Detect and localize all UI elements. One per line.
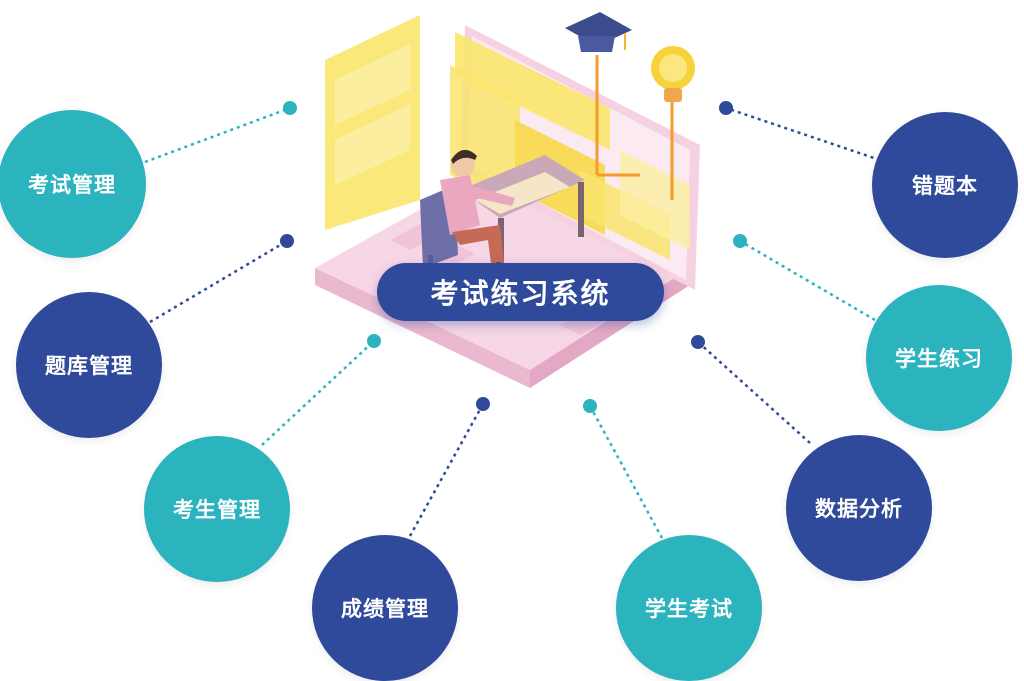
connector-examinee xyxy=(261,340,375,446)
node-label: 题库管理 xyxy=(45,354,133,378)
connector-data-analysis xyxy=(697,341,811,444)
student-at-desk-illustration xyxy=(420,149,585,295)
node-label: 错题本 xyxy=(912,174,978,198)
node-label: 数据分析 xyxy=(815,497,903,521)
node-question-bank-management[interactable]: 题库管理 xyxy=(16,292,162,438)
node-student-practice[interactable]: 学生练习 xyxy=(866,285,1012,431)
connector-question-bank xyxy=(149,239,288,324)
connector-student-practice xyxy=(739,239,876,322)
node-wrong-question-book[interactable]: 错题本 xyxy=(872,112,1018,258)
node-label: 学生考试 xyxy=(645,597,733,621)
node-label: 考试管理 xyxy=(28,173,116,197)
connector-lines xyxy=(144,106,881,539)
node-data-analysis[interactable]: 数据分析 xyxy=(786,435,932,581)
connector-score xyxy=(408,403,485,537)
connector-wrong-book xyxy=(725,106,881,162)
node-examinee-management[interactable]: 考生管理 xyxy=(144,436,290,582)
graduation-cap-icon xyxy=(565,12,632,52)
connector-dots xyxy=(280,101,747,413)
node-student-exam[interactable]: 学生考试 xyxy=(616,535,762,681)
system-title: 考试练习系统 xyxy=(377,263,664,321)
connector-student-exam xyxy=(588,405,664,539)
connector-exam-management xyxy=(144,106,291,164)
node-label: 学生练习 xyxy=(895,347,983,371)
light-bulb-icon xyxy=(651,46,695,102)
node-label: 考生管理 xyxy=(173,498,261,522)
node-exam-management[interactable]: 考试管理 xyxy=(0,110,146,258)
node-score-management[interactable]: 成绩管理 xyxy=(312,535,458,681)
node-label: 成绩管理 xyxy=(341,597,429,621)
